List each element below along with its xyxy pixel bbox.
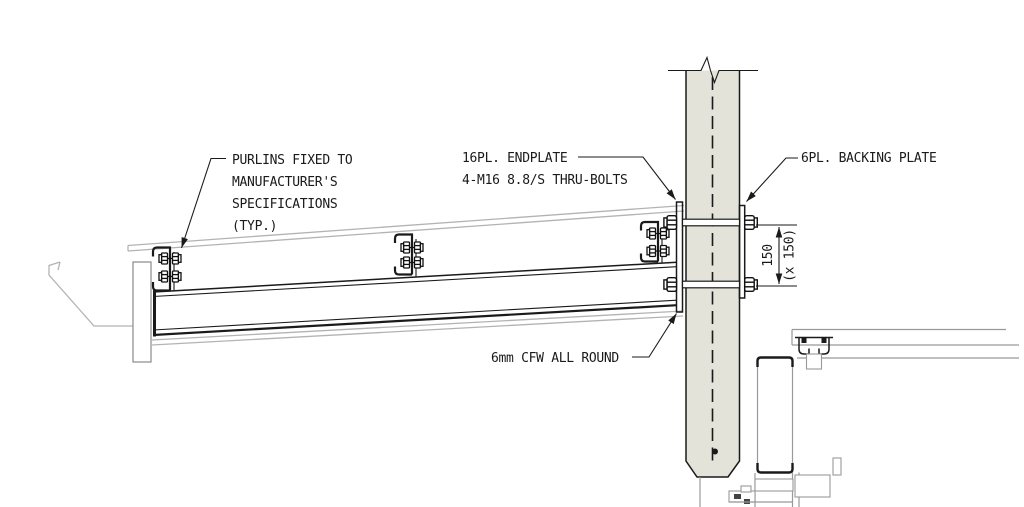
thru-bolt-bottom (663, 277, 758, 292)
purlin-note-line3: SPECIFICATIONS (232, 197, 337, 212)
dimension-150: 150 (x 150) (756, 224, 798, 287)
girt-section (756, 356, 794, 474)
soffit-lines (151, 310, 684, 346)
roof-sheeting (127, 204, 685, 252)
purlin-note-leader (180, 157, 226, 249)
dimension-multiplier: (x 150) (783, 229, 798, 282)
purlin-note-line4: (TYP.) (232, 219, 277, 234)
thru-bolt-top (663, 214, 758, 231)
break-line (668, 55, 758, 85)
gutter-profile (48, 261, 133, 327)
purlin-clip-right (639, 220, 670, 263)
endplate (675, 201, 684, 313)
base-flashing-details (699, 457, 842, 507)
backing-plate-leader (746, 157, 798, 202)
dimension-value: 150 (761, 244, 776, 267)
purlin-clip-middle (393, 233, 424, 277)
purlin-note-line1: PURLINS FIXED TO (232, 153, 353, 168)
backing-plate (738, 204, 746, 299)
endplate-note-line2: 4-M16 8.8/S THRU-BOLTS (462, 173, 628, 188)
leader-lines (180, 156, 798, 358)
rafter-beam (152, 261, 678, 337)
column-bolt-dot (712, 448, 718, 455)
weld-note: 6mm CFW ALL ROUND (491, 351, 619, 366)
weld-note-leader (632, 313, 677, 358)
girt-clip-bracket (795, 336, 833, 370)
annotations: PURLINS FIXED TO MANUFACTURER'S SPECIFIC… (232, 151, 937, 366)
column (668, 55, 758, 478)
wall-girt-lines (791, 328, 1019, 359)
endplate-note-line1: 16PL. ENDPLATE (462, 151, 567, 166)
purlin-note-line2: MANUFACTURER'S (232, 175, 337, 190)
purlin-clip-left (151, 246, 182, 292)
endplate-note-leader (578, 156, 676, 200)
backing-plate-note: 6PL. BACKING PLATE (801, 151, 936, 166)
fascia-plate (132, 261, 152, 363)
